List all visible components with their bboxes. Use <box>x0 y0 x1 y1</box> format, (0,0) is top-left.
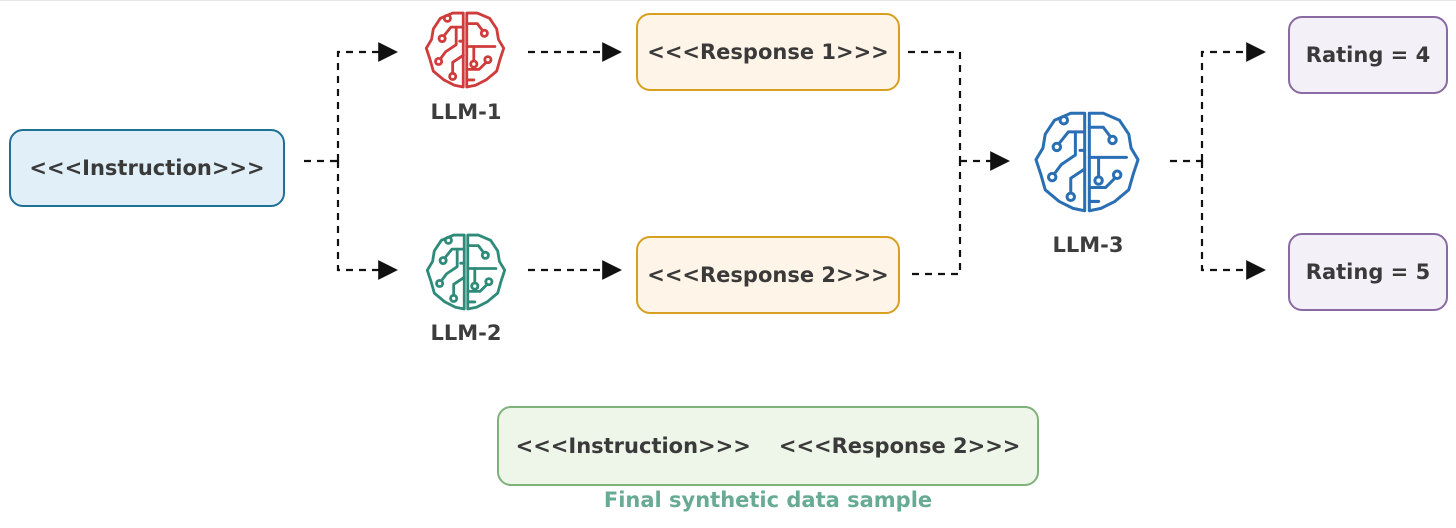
llm-3-brain-icon <box>1034 111 1140 213</box>
rating-2-label: Rating = 5 <box>1305 260 1431 284</box>
edge-split-llm2 <box>336 161 398 280</box>
final-sample-box: <<<Instruction>>> <<<Response 2>>> <box>497 406 1039 486</box>
response-1-label: <<<Response 1>>> <box>647 40 889 64</box>
rating-1-label: Rating = 4 <box>1305 43 1431 67</box>
llm-3-label: LLM-3 <box>1052 233 1124 257</box>
llm-2-label: LLM-2 <box>430 321 502 345</box>
edge-split-llm1 <box>336 42 398 161</box>
response-2-label: <<<Response 2>>> <box>647 263 889 287</box>
llm-1-brain-icon <box>424 11 506 89</box>
instruction-box: <<<Instruction>>> <box>9 129 285 207</box>
llm-1-label: LLM-1 <box>430 100 502 124</box>
response-1-box: <<<Response 1>>> <box>636 13 900 91</box>
final-response-label: <<<Response 2>>> <box>778 434 1021 458</box>
rating-2-box: Rating = 5 <box>1288 233 1448 311</box>
rating-1-box: Rating = 4 <box>1288 16 1448 94</box>
edge-split-rating1 <box>1200 42 1266 161</box>
response-2-box: <<<Response 2>>> <box>636 236 900 314</box>
llm-2-brain-icon <box>425 233 507 311</box>
top-divider <box>0 0 1456 1</box>
edge-response1-llm3 <box>908 50 962 161</box>
final-sample-caption: Final synthetic data sample <box>603 488 933 512</box>
edge-response2-llm3 <box>912 161 962 276</box>
edge-split-rating2 <box>1200 161 1266 280</box>
instruction-label: <<<Instruction>>> <box>29 156 265 180</box>
final-instruction-label: <<<Instruction>>> <box>515 434 751 458</box>
